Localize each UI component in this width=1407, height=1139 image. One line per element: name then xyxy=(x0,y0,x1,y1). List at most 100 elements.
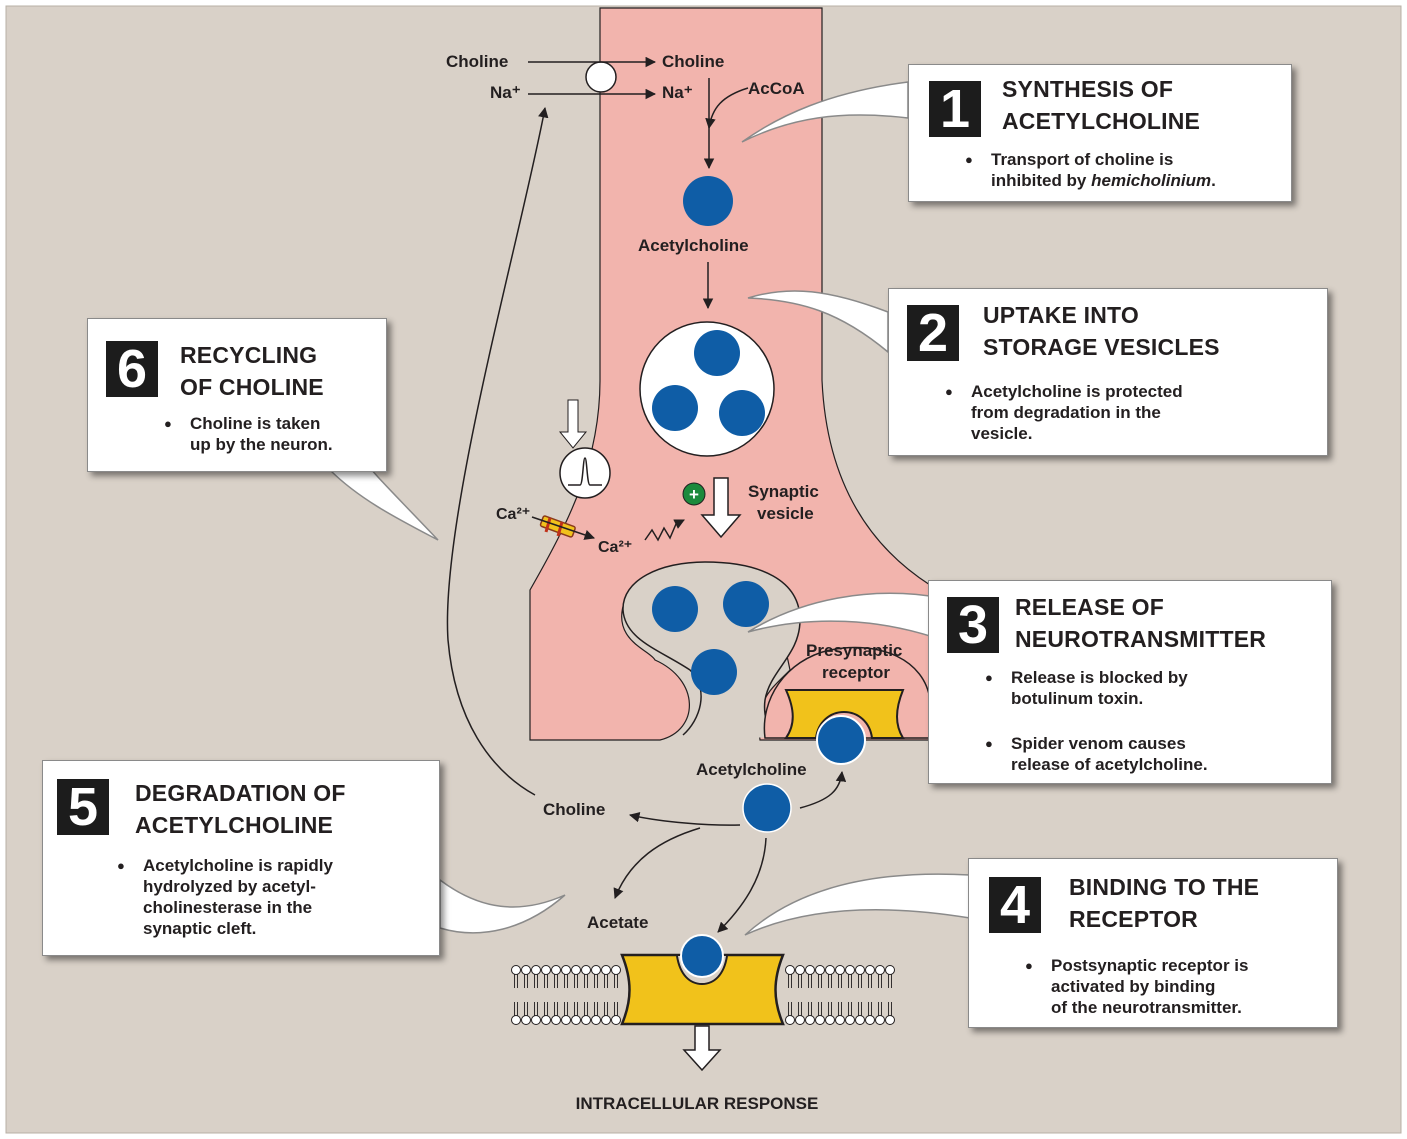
lipid-tail xyxy=(868,974,872,988)
step-5-number: 5 xyxy=(57,779,109,835)
bullet-line: Acetylcholine is rapidly xyxy=(143,856,333,875)
presynaptic-receptor xyxy=(784,689,905,739)
label-acetylcholine-top: Acetylcholine xyxy=(638,236,749,255)
accoa-arrow xyxy=(705,87,749,130)
pointer-step-2 xyxy=(747,290,889,354)
lipid-tail xyxy=(888,1002,892,1016)
lipid-head xyxy=(815,1015,825,1025)
lipid-head xyxy=(541,965,551,975)
step-3-title: RELEASE OF NEUROTRANSMITTER xyxy=(1015,591,1266,655)
lipid-tail xyxy=(888,974,892,988)
ca-entry-arrow xyxy=(531,516,595,540)
lipid-tail xyxy=(798,974,802,988)
lipid-tail xyxy=(554,1002,558,1016)
bullet-line: cholinesterase in the xyxy=(143,898,313,917)
lipid-tail xyxy=(798,1002,802,1016)
title-line: UPTAKE INTO xyxy=(983,302,1139,328)
lipid-head xyxy=(885,965,895,975)
lipid-head xyxy=(855,965,865,975)
bullet-line: Choline is taken xyxy=(190,414,321,433)
bullet-line: release of acetylcholine. xyxy=(1011,755,1208,774)
step-2-title: UPTAKE INTO STORAGE VESICLES xyxy=(983,299,1220,363)
lipid-head xyxy=(845,965,855,975)
lipid-tail xyxy=(818,1002,822,1016)
pointer-step-3 xyxy=(747,592,943,642)
pointer-step-5 xyxy=(439,878,566,934)
bullet-line: inhibited by hemicholinium. xyxy=(991,170,1216,191)
lipid-head xyxy=(511,1015,521,1025)
released-acetylcholine xyxy=(691,649,737,695)
title-line: SYNTHESIS OF xyxy=(1002,76,1174,102)
lipid-tail xyxy=(818,974,822,988)
vesicle-acetylcholine xyxy=(719,390,765,436)
step-2-bullets: Acetylcholine is protected from degradat… xyxy=(941,381,1183,458)
label-na-outside: Na⁺ xyxy=(490,83,521,102)
bullet-line: vesicle. xyxy=(971,424,1033,443)
bullet-line: hydrolyzed by acetyl- xyxy=(143,877,316,896)
label-ca-outside: Ca²⁺ xyxy=(496,506,530,523)
lipid-head xyxy=(845,1015,855,1025)
bullet-line: Spider venom causes xyxy=(1011,734,1186,753)
lipid-tail xyxy=(858,974,862,988)
step-6-title: RECYCLING OF CHOLINE xyxy=(180,339,324,403)
lipid-head xyxy=(855,1015,865,1025)
title-line: STORAGE VESICLES xyxy=(983,334,1220,360)
action-potential-icon xyxy=(559,447,611,499)
bound-acetylcholine-postsynaptic xyxy=(680,934,724,978)
released-acetylcholine xyxy=(723,581,769,627)
title-line: OF CHOLINE xyxy=(180,374,324,400)
label-choline-outside: Choline xyxy=(446,52,508,71)
label-presynaptic-2: receptor xyxy=(822,663,890,682)
bullet-line: botulinum toxin. xyxy=(1011,689,1144,708)
lipid-tail xyxy=(838,1002,842,1016)
bullet: Transport of choline is inhibited by hem… xyxy=(961,149,1216,191)
bullet-text: inhibited by xyxy=(991,171,1092,190)
to-postsynaptic-arrow xyxy=(717,837,767,933)
lipid-tail xyxy=(594,1002,598,1016)
lipid-head xyxy=(581,1015,591,1025)
lipid-tail xyxy=(848,974,852,988)
title-line: RECYCLING xyxy=(180,342,318,368)
label-presynaptic-1: Presynaptic xyxy=(806,641,902,660)
plus-icon xyxy=(682,482,706,506)
lipid-tail xyxy=(604,974,608,988)
bullet-line: of the neurotransmitter. xyxy=(1051,998,1242,1017)
lipid-head xyxy=(795,1015,805,1025)
lipid-tail xyxy=(544,1002,548,1016)
lipid-head xyxy=(561,965,571,975)
action-potential-hollow-arrow xyxy=(558,399,588,449)
bullet: Release is blocked by botulinum toxin. xyxy=(981,667,1208,709)
lipid-tail xyxy=(514,1002,518,1016)
lipid-head xyxy=(591,965,601,975)
step-6-number: 6 xyxy=(106,341,158,397)
released-acetylcholine xyxy=(652,586,698,632)
title-line: NEUROTRANSMITTER xyxy=(1015,626,1267,652)
step-6-box: 6 RECYCLING OF CHOLINE Choline is taken … xyxy=(87,318,387,472)
bullet: Acetylcholine is rapidly hydrolyzed by a… xyxy=(113,855,333,939)
vesicle-movement-arrow xyxy=(700,477,742,539)
step-4-bullets: Postsynaptic receptor is activated by bi… xyxy=(1021,955,1248,1032)
lipid-head xyxy=(591,1015,601,1025)
step-3-box: 3 RELEASE OF NEUROTRANSMITTER Release is… xyxy=(928,580,1332,784)
lipid-tail xyxy=(614,1002,618,1016)
lipid-tail xyxy=(838,974,842,988)
step-4-box: 4 BINDING TO THE RECEPTOR Postsynaptic r… xyxy=(968,858,1338,1028)
step-2-number: 2 xyxy=(907,305,959,361)
response-hollow-arrow xyxy=(682,1025,722,1072)
lipid-head xyxy=(601,965,611,975)
lipid-head xyxy=(571,1015,581,1025)
title-line: DEGRADATION OF xyxy=(135,780,346,806)
lipid-head xyxy=(865,1015,875,1025)
lipid-tail xyxy=(808,1002,812,1016)
step-2-box: 2 UPTAKE INTO STORAGE VESICLES Acetylcho… xyxy=(888,288,1328,456)
step-5-box: 5 DEGRADATION OF ACETYLCHOLINE Acetylcho… xyxy=(42,760,440,956)
pointer-step-4 xyxy=(744,873,971,936)
calcium-channel-mark xyxy=(544,517,552,533)
pointer-step-1 xyxy=(741,81,909,143)
pointer-step-6 xyxy=(328,469,439,541)
lipid-head xyxy=(785,965,795,975)
bullet-line: from degradation in the xyxy=(971,403,1161,422)
step-1-bullets: Transport of choline is inhibited by hem… xyxy=(961,149,1216,205)
lipid-head xyxy=(521,965,531,975)
bullet-line: Release is blocked by xyxy=(1011,668,1188,687)
